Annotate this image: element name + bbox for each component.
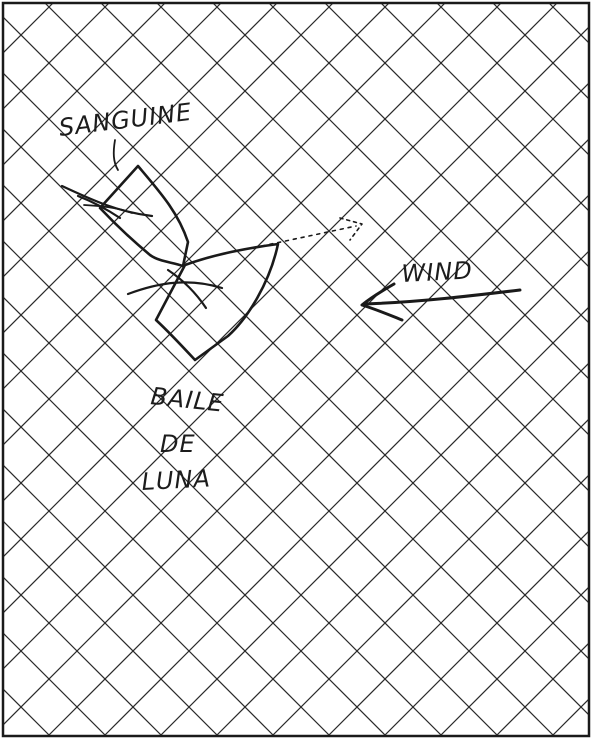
grid-line: [154, 0, 596, 742]
grid-line: [210, 0, 596, 742]
label-baile: BAILE: [149, 382, 225, 418]
label-de: DE: [160, 430, 196, 458]
wind-arrow: [362, 284, 520, 320]
grid-line: [0, 0, 392, 742]
grid-line: [322, 0, 596, 742]
grid-line: [490, 0, 596, 742]
grid-line: [434, 0, 596, 742]
grid-line: [266, 0, 596, 742]
grid-line: [0, 0, 392, 742]
boat-baile-de-luna: [128, 244, 278, 360]
grid-line: [0, 0, 56, 742]
label-luna: LUNA: [141, 464, 212, 496]
label-sanguine: SANGUINE: [57, 98, 193, 142]
grid-line: [210, 0, 596, 742]
grid-line: [490, 0, 596, 742]
grid-line: [378, 0, 596, 742]
grid-line: [378, 0, 596, 742]
grid-line: [322, 0, 596, 742]
grid-line: [0, 0, 56, 742]
grid-line: [434, 0, 596, 742]
course-arrow: [262, 218, 362, 246]
grid-line: [266, 0, 596, 742]
grid-line: [154, 0, 596, 742]
label-wind: WIND: [401, 256, 474, 288]
